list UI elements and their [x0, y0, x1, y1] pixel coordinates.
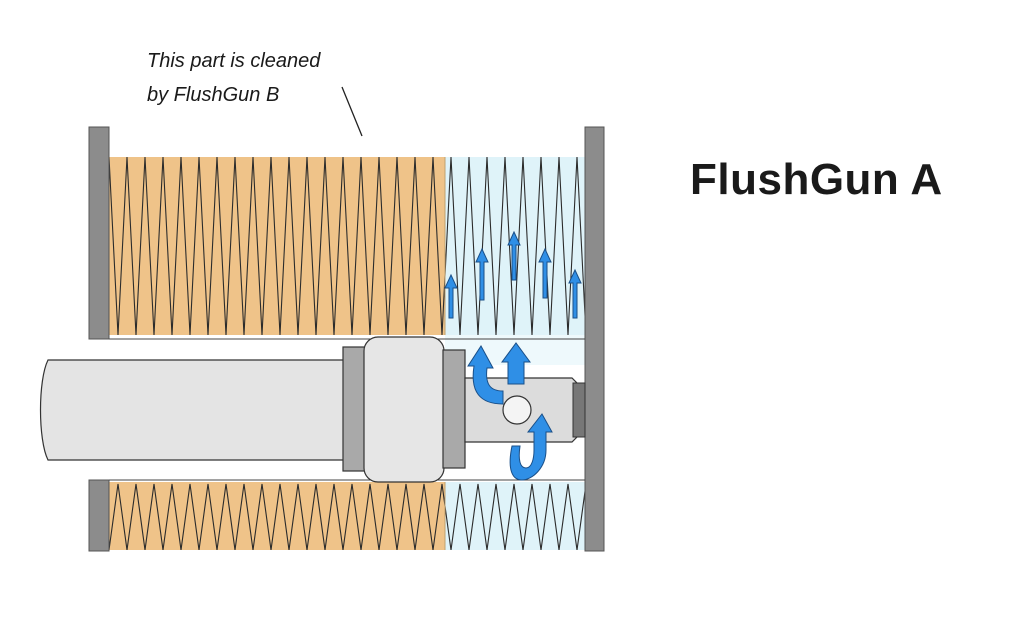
- lance-pipe: [39, 359, 361, 461]
- flow-arrow-icon: [507, 230, 521, 281]
- coupling-ring-left: [342, 346, 368, 472]
- nozzle-tip: [572, 382, 586, 438]
- end-plate-left-bottom: [88, 479, 110, 552]
- flow-arrow-icon: [568, 268, 582, 319]
- annotation-line-2: by FlushGun B: [147, 84, 280, 106]
- flow-arrow-icon: [467, 345, 504, 405]
- diagram-title: FlushGun A: [690, 155, 943, 204]
- pleats-bottom: [109, 482, 585, 550]
- cleaning-annotation: This part is cleaned by FlushGun B: [147, 44, 320, 112]
- flow-arrow-icon: [475, 247, 489, 301]
- flow-arrows-pleats: [444, 230, 582, 319]
- nozzle-orifice: [502, 395, 532, 425]
- end-plate-right: [584, 126, 605, 552]
- end-plate-left-top: [88, 126, 110, 340]
- pleats-top: [109, 157, 585, 335]
- flow-arrow-icon: [444, 273, 458, 319]
- flow-arrows-nozzle: [467, 342, 553, 481]
- flow-arrow-icon: [501, 342, 531, 385]
- flow-arrow-icon: [538, 247, 552, 299]
- flow-arrow-icon: [509, 413, 553, 481]
- coupling-ring-right: [442, 349, 466, 469]
- annotation-line-1: This part is cleaned: [147, 50, 321, 72]
- coupling-body: [363, 336, 445, 483]
- callout-leader: [341, 86, 363, 137]
